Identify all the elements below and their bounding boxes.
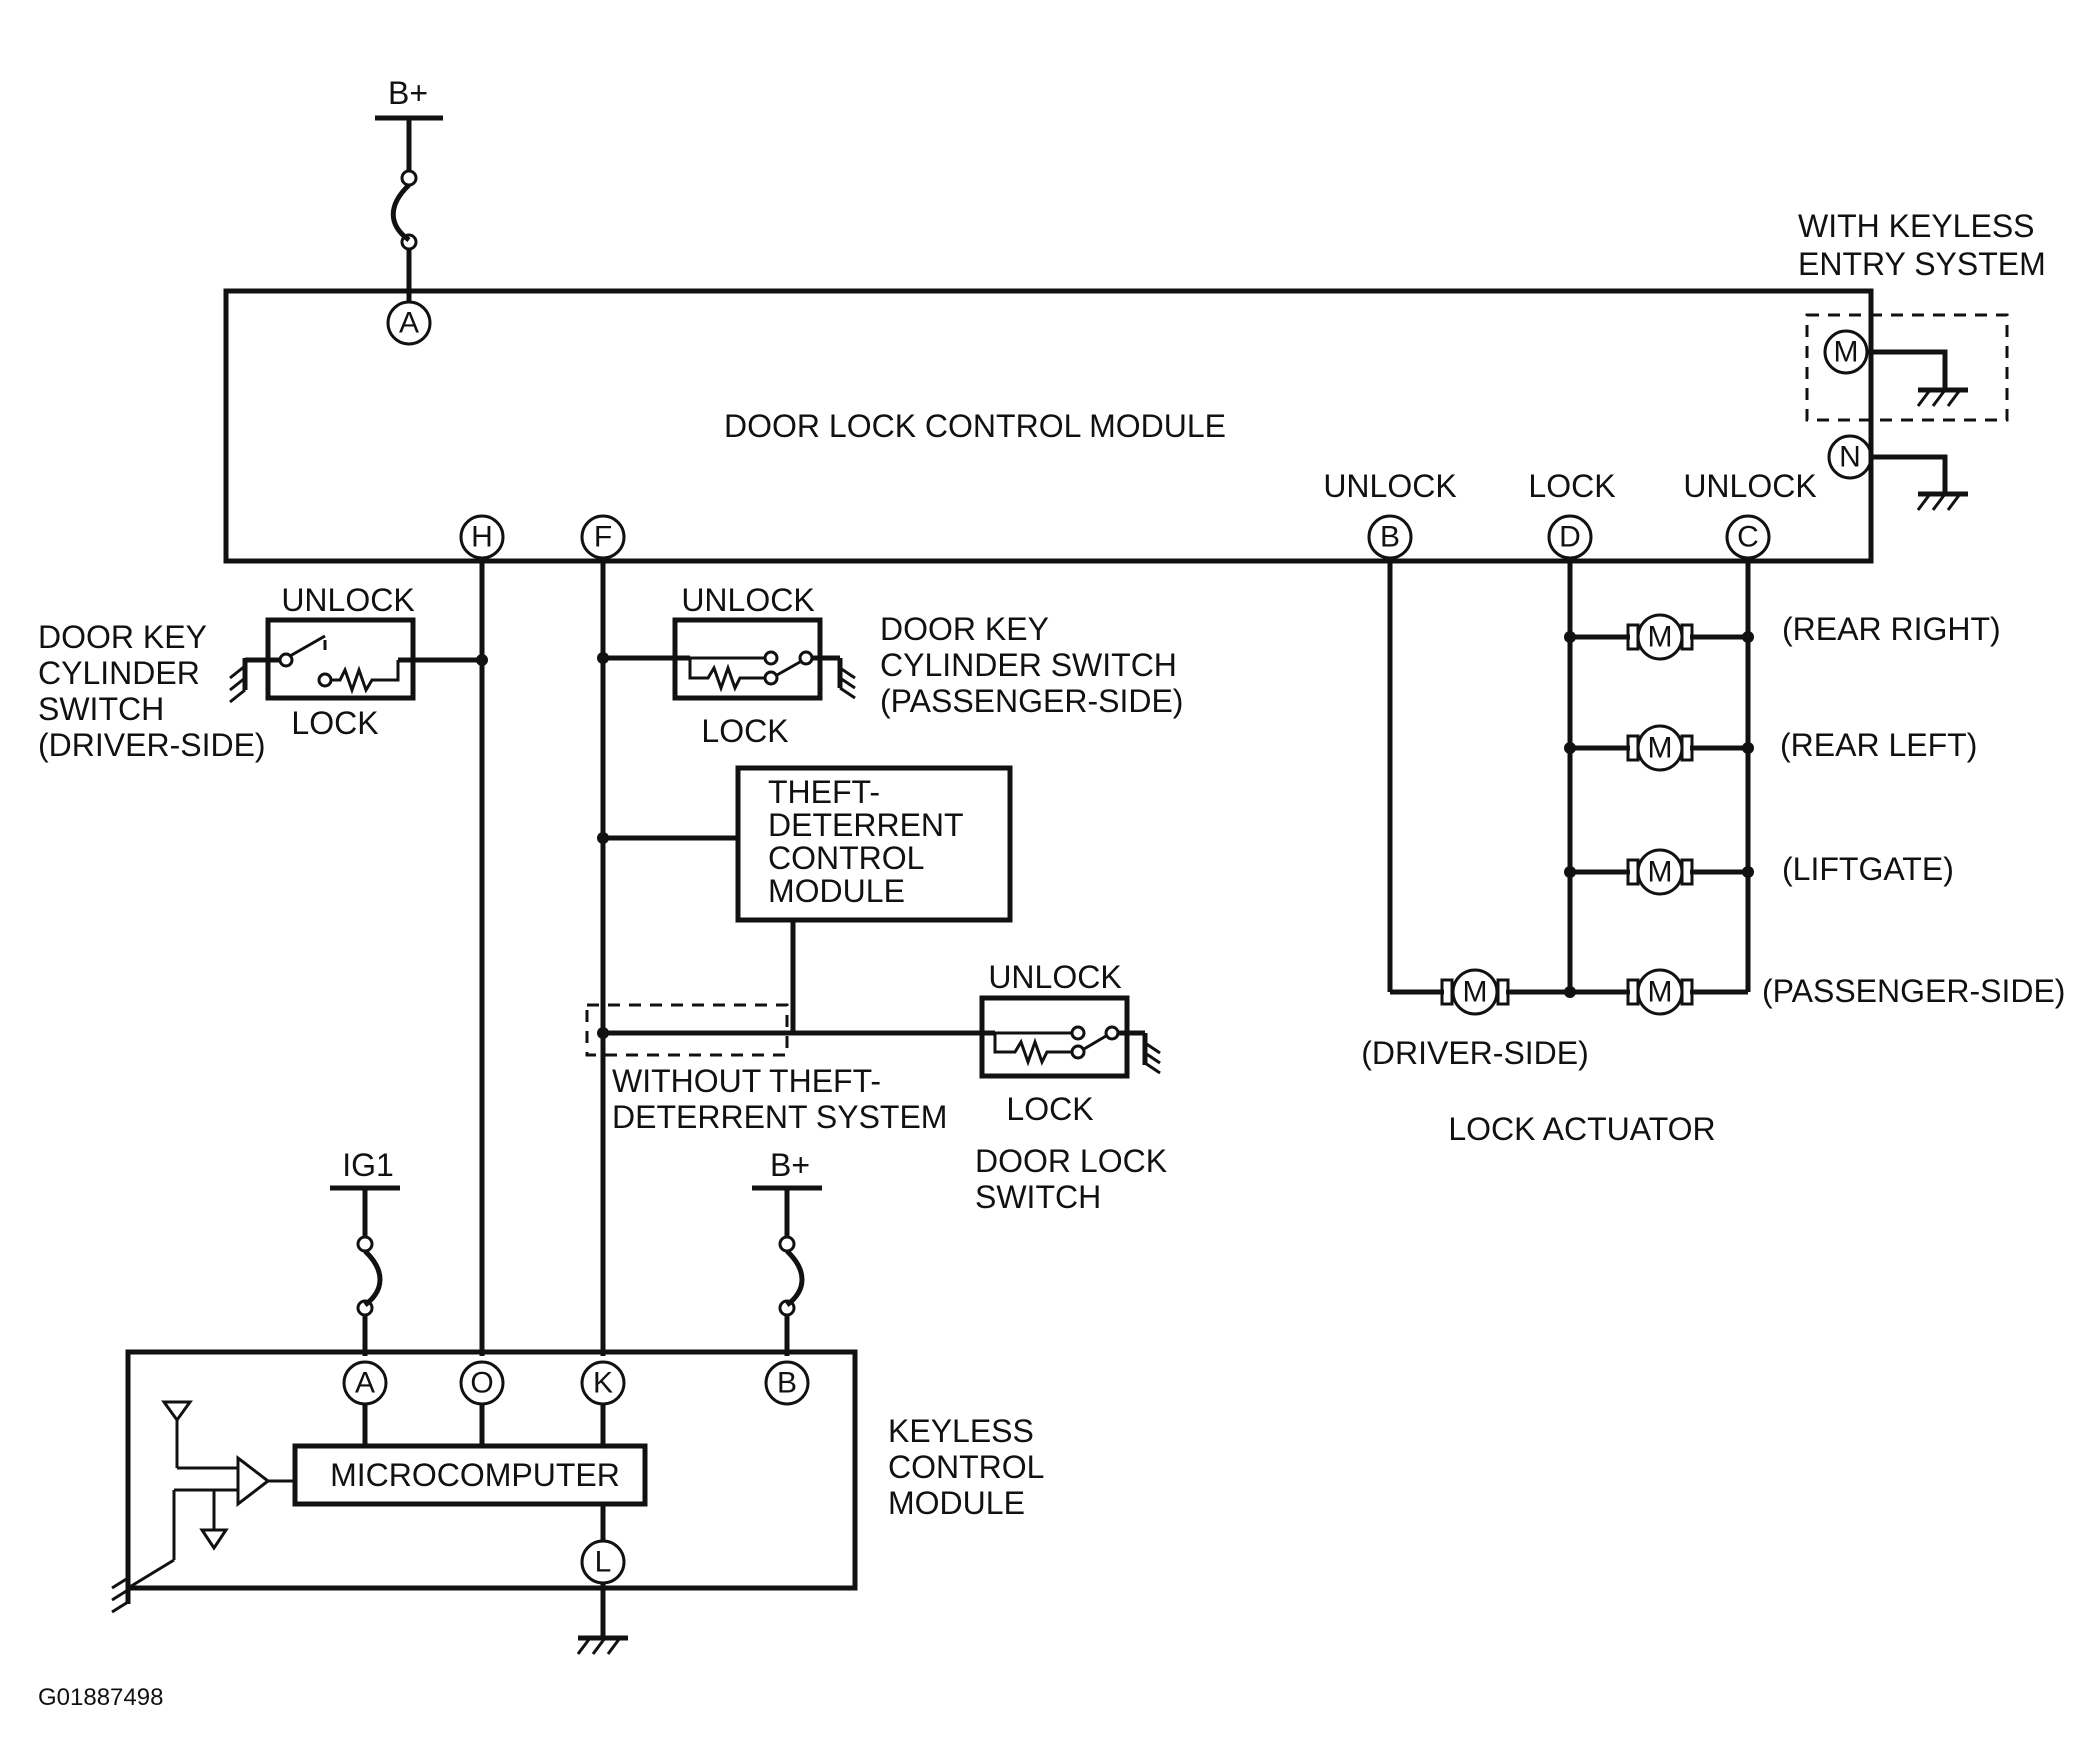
pin-f-dlcm: F [594, 521, 612, 554]
passenger-switch-line1: DOOR KEY [880, 611, 1049, 647]
pin-k-kcm: K [593, 1367, 613, 1400]
theft-module-line2: DETERRENT [768, 807, 964, 843]
unlock-b-label: UNLOCK [1323, 468, 1456, 504]
lock-actuator-title: LOCK ACTUATOR [1448, 1111, 1715, 1147]
passenger-switch-lock: LOCK [701, 713, 788, 749]
driver-key-cylinder-switch: DOOR KEY CYLINDER SWITCH (DRIVER-SIDE) U… [38, 582, 488, 763]
motor-icon: M [1626, 968, 1694, 1016]
keyless-module-line2: CONTROL [888, 1449, 1044, 1485]
theft-module-line4: MODULE [768, 873, 905, 909]
driver-switch-line2: CYLINDER [38, 655, 200, 691]
fuse-icon [363, 1249, 383, 1307]
liftgate-label: (LIFTGATE) [1782, 851, 1954, 887]
pin-c-dlcm: C [1737, 521, 1759, 554]
keyless-module-line3: MODULE [888, 1485, 1025, 1521]
pin-b-kcm: B [777, 1367, 797, 1400]
pin-b-dlcm: B [1380, 521, 1400, 554]
theft-module-line1: THEFT- [768, 774, 880, 810]
door-lock-switch-lock: LOCK [1006, 1091, 1093, 1127]
motor-icon: M [1626, 848, 1694, 896]
theft-module-line3: CONTROL [768, 840, 924, 876]
door-lock-switch-unlock: UNLOCK [988, 959, 1121, 995]
antenna-icon [161, 1400, 193, 1468]
passenger-side-label: (PASSENGER-SIDE) [1762, 973, 2065, 1009]
door-lock-switch: UNLOCK LOCK DOOR LOCK SWITCH [793, 959, 1167, 1215]
ground-icon [576, 1635, 628, 1655]
ig1-label: IG1 [342, 1147, 394, 1183]
motor-rear-right-symbol: M [1648, 621, 1673, 654]
ground-icon [1916, 491, 1968, 511]
keyless-module-line1: KEYLESS [888, 1413, 1034, 1449]
motor-icon: M [1626, 613, 1694, 661]
motor-passenger-symbol: M [1648, 976, 1673, 1009]
driver-switch-line4: (DRIVER-SIDE) [38, 727, 266, 763]
ground-icon [1142, 1033, 1161, 1075]
unlock-c-label: UNLOCK [1683, 468, 1816, 504]
without-theft-line2: DETERRENT SYSTEM [612, 1099, 947, 1135]
driver-side-label: (DRIVER-SIDE) [1361, 1035, 1589, 1071]
motor-driver-symbol: M [1463, 976, 1488, 1009]
chassis-ground-icon [111, 1572, 131, 1614]
pin-a-kcm: A [355, 1367, 375, 1400]
rear-right-label: (REAR RIGHT) [1782, 611, 2001, 647]
figure-code: G01887498 [38, 1684, 163, 1711]
ground-icon [837, 658, 856, 700]
without-theft-deterrent-bypass: WITHOUT THEFT- DETERRENT SYSTEM [585, 1003, 947, 1135]
pin-d-dlcm: D [1559, 521, 1581, 554]
pin-n-dlcm: N [1839, 441, 1861, 474]
passenger-switch-line2: CYLINDER SWITCH [880, 647, 1177, 683]
ground-icon [229, 658, 248, 704]
pin-l-kcm: L [595, 1546, 612, 1579]
lock-d-label: LOCK [1528, 468, 1615, 504]
driver-switch-line3: SWITCH [38, 691, 164, 727]
door-lock-control-module: DOOR LOCK CONTROL MODULE A H F UNLOCK B … [223, 288, 1968, 564]
rear-left-label: (REAR LEFT) [1780, 727, 1977, 763]
b-plus-supply-keyless: B+ [752, 1147, 822, 1356]
lock-actuators: M (REAR RIGHT) M (REAR LEFT) M (LIFTGATE… [1361, 558, 2065, 1147]
motor-icon: M [1440, 968, 1510, 1016]
b-plus-supply-top: B+ [375, 75, 443, 302]
without-theft-line1: WITHOUT THEFT- [612, 1063, 881, 1099]
passenger-switch-unlock: UNLOCK [681, 582, 814, 618]
door-lock-control-module-title: DOOR LOCK CONTROL MODULE [724, 408, 1226, 444]
b-plus-label: B+ [388, 75, 428, 111]
fuse-icon [390, 183, 411, 243]
driver-switch-unlock: UNLOCK [281, 582, 414, 618]
ground-icon [1916, 387, 1968, 407]
microcomputer-label: MICROCOMPUTER [330, 1457, 620, 1493]
pin-m-dlcm: M [1834, 336, 1859, 369]
passenger-switch-line3: (PASSENGER-SIDE) [880, 683, 1183, 719]
keyless-control-module: KEYLESS CONTROL MODULE A O K B MICROCOMP… [111, 1349, 1044, 1655]
amplifier-icon [236, 1454, 271, 1508]
b-plus-keyless-label: B+ [770, 1147, 810, 1183]
keyless-option-line1: WITH KEYLESS [1798, 208, 2035, 244]
driver-switch-line1: DOOR KEY [38, 619, 207, 655]
motor-liftgate-symbol: M [1648, 856, 1673, 889]
signal-ground-icon [199, 1528, 229, 1551]
pin-h-dlcm: H [471, 521, 493, 554]
theft-deterrent-control-module: THEFT- DETERRENT CONTROL MODULE [597, 765, 1013, 1033]
fuse-icon [785, 1249, 805, 1307]
pin-a-dlcm: A [399, 307, 419, 340]
passenger-key-cylinder-switch: UNLOCK LOCK DOOR KEY CYLINDER SWITCH (PA… [597, 582, 1183, 749]
door-lock-switch-line2: SWITCH [975, 1179, 1101, 1215]
keyless-option-line2: ENTRY SYSTEM [1798, 246, 2046, 282]
door-lock-switch-line1: DOOR LOCK [975, 1143, 1167, 1179]
motor-rear-left-symbol: M [1648, 732, 1673, 765]
ig1-supply: IG1 [330, 1147, 400, 1356]
motor-icon: M [1626, 724, 1694, 772]
driver-switch-lock: LOCK [291, 705, 378, 741]
keyless-entry-option: WITH KEYLESS ENTRY SYSTEM M [1798, 208, 2046, 422]
pin-o-kcm: O [470, 1367, 493, 1400]
